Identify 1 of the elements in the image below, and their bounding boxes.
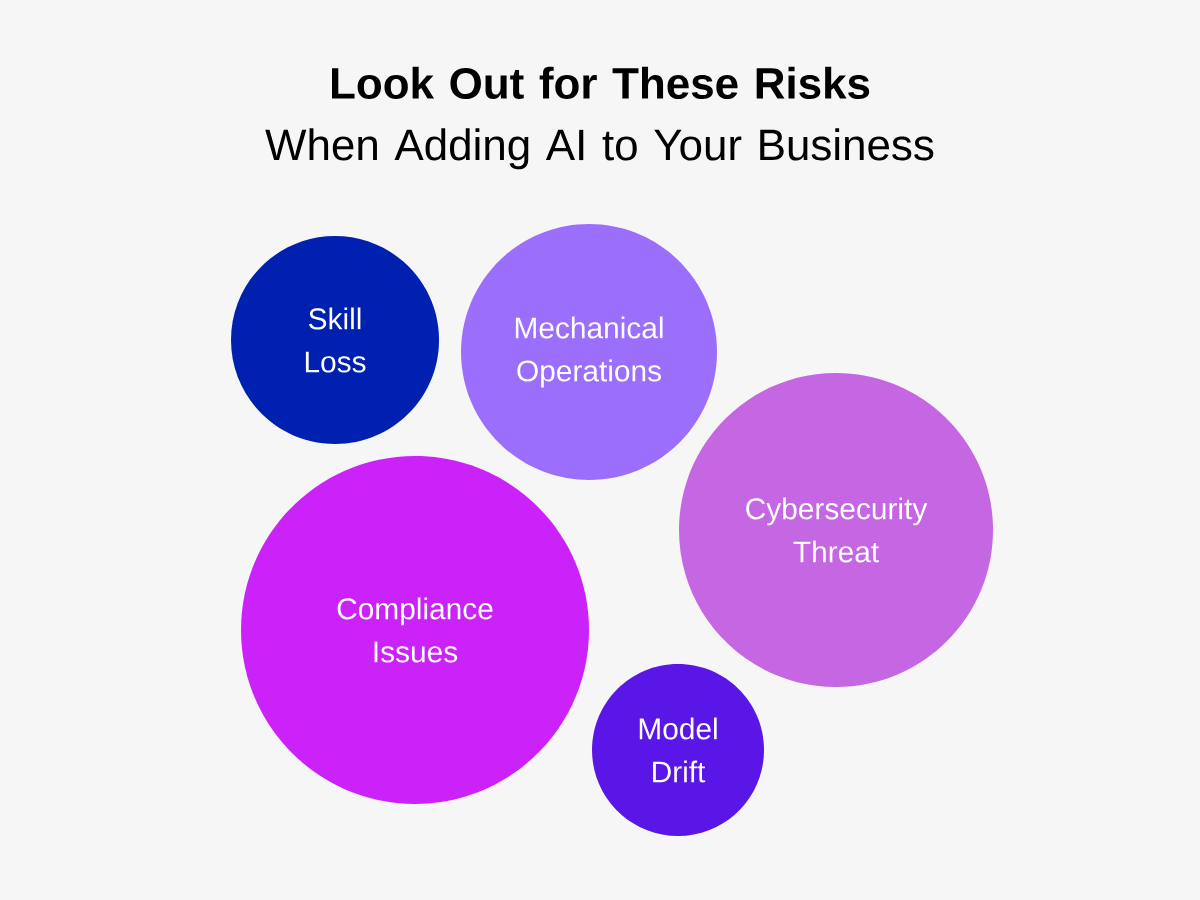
- title: Look Out for These Risks When Adding AI to Your Business: [265, 66, 934, 170]
